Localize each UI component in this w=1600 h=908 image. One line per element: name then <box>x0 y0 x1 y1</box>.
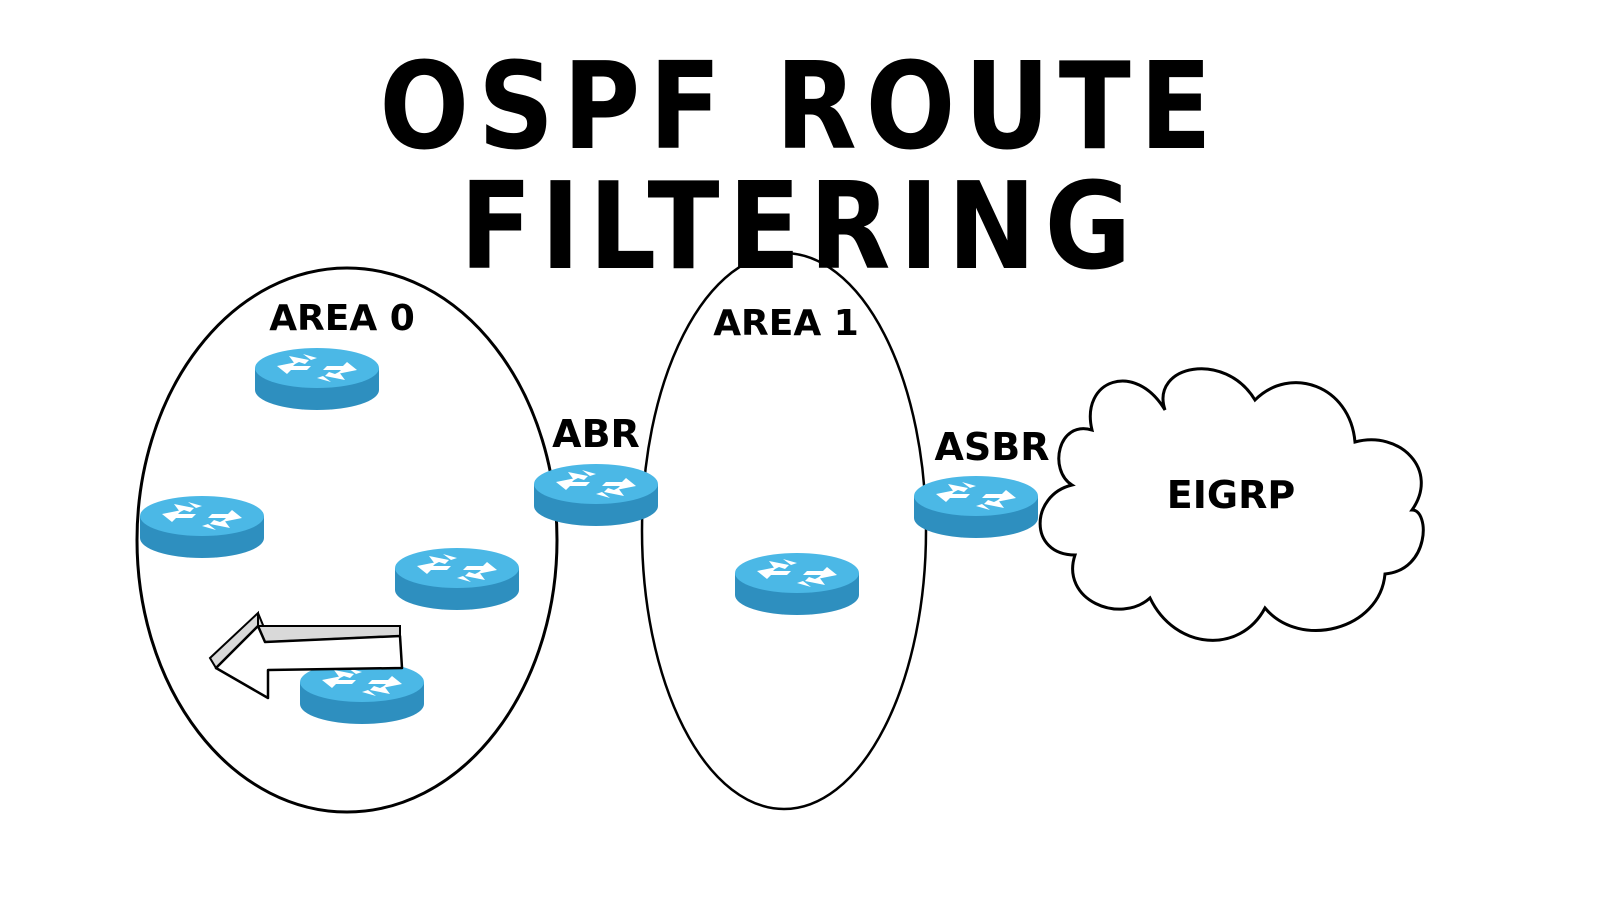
eigrp-cloud-icon[interactable] <box>1038 367 1425 642</box>
router-icon[interactable] <box>395 548 519 610</box>
router-icon[interactable] <box>140 496 264 558</box>
eigrp-label: EIGRP <box>1167 473 1295 517</box>
router-icon[interactable] <box>255 348 379 410</box>
area-0-boundary <box>135 266 559 814</box>
asbr-router-icon[interactable] <box>914 476 1038 538</box>
abr-label: ABR <box>552 412 640 456</box>
asbr-label: ASBR <box>934 425 1049 469</box>
left-arrow-icon <box>208 610 404 700</box>
router-icon[interactable] <box>735 553 859 615</box>
abr-router-icon[interactable] <box>534 464 658 526</box>
area-1-label: AREA 1 <box>713 303 859 344</box>
page-title: OSPF ROUTE FILTERING <box>379 38 1221 297</box>
area-1-boundary <box>640 251 928 811</box>
area-0-label: AREA 0 <box>269 298 415 339</box>
router-icon[interactable] <box>300 662 424 724</box>
